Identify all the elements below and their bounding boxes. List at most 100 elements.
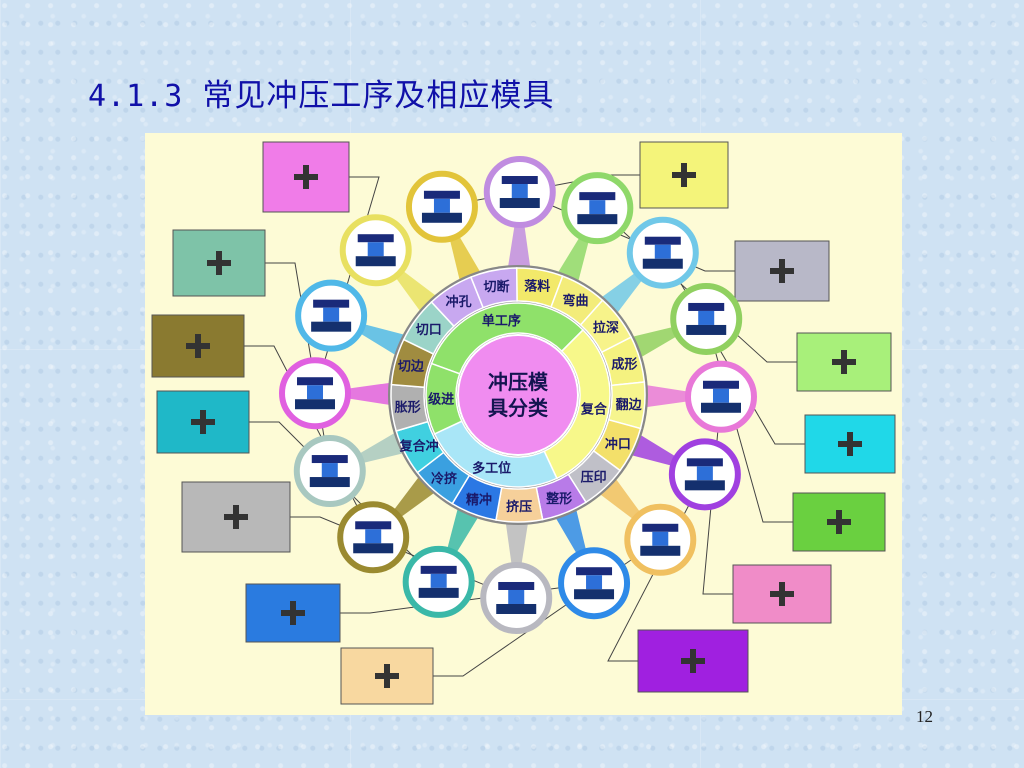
page-number: 12 — [916, 707, 933, 726]
outer-ring-label: 胀形 — [395, 400, 421, 415]
outer-ring-label: 冲口 — [605, 436, 631, 452]
die-lower-icon — [684, 480, 725, 491]
part-box — [181, 481, 291, 553]
part-profile-icon — [681, 163, 687, 187]
title-number: 4.1.3 — [88, 79, 184, 114]
tool-circle — [293, 435, 366, 508]
part-boxes — [151, 141, 896, 705]
part-box — [151, 314, 245, 378]
die-punch-icon — [367, 242, 384, 257]
die-punch-icon — [433, 198, 450, 213]
die-punch-icon — [365, 529, 382, 544]
part-box — [637, 629, 749, 693]
die-punch-icon — [698, 310, 715, 325]
die-lower-icon — [311, 321, 352, 332]
center-text-line-2: 具分类 — [488, 396, 548, 420]
center-text-line-1: 冲压模 — [488, 370, 549, 394]
die-lower-icon — [642, 258, 683, 269]
part-profile-icon — [384, 664, 390, 688]
die-upper-icon — [686, 458, 723, 467]
outer-ring-label: 精冲 — [466, 492, 492, 508]
die-lower-icon — [577, 214, 618, 225]
middle-ring-segment — [430, 302, 585, 375]
part-profile-icon — [836, 510, 842, 534]
middle-ring-segment — [425, 362, 463, 435]
tool-circle — [337, 501, 410, 574]
part-box — [734, 240, 830, 302]
part-profile-icon — [847, 432, 853, 456]
die-upper-icon — [297, 377, 334, 386]
outer-ring-label: 切口 — [416, 323, 442, 338]
part-box — [732, 564, 832, 624]
die-lower-icon — [355, 256, 396, 267]
part-profile-icon — [303, 165, 309, 189]
die-punch-icon — [696, 466, 713, 481]
part-profile-icon — [200, 410, 206, 434]
die-punch-icon — [652, 531, 669, 546]
ray-spoke — [507, 192, 531, 268]
center-hub: 冲压模 具分类 — [457, 334, 579, 456]
part-profile-icon — [233, 505, 239, 529]
part-box — [172, 229, 266, 297]
outer-ring-label: 冷挤 — [431, 471, 458, 487]
part-profile-icon — [195, 334, 201, 358]
die-upper-icon — [355, 521, 392, 530]
middle-ring-label: 级进 — [428, 391, 454, 407]
die-punch-icon — [321, 463, 338, 478]
outer-ring-label: 弯曲 — [562, 293, 588, 309]
part-box — [792, 492, 886, 552]
tool-circles — [279, 156, 757, 634]
part-box — [156, 390, 250, 454]
die-upper-icon — [642, 523, 679, 532]
die-lower-icon — [574, 589, 615, 600]
part-box — [639, 141, 729, 209]
tool-circle — [684, 360, 757, 433]
part-box — [340, 647, 434, 705]
die-punch-icon — [586, 575, 603, 590]
part-profile-icon — [690, 649, 696, 673]
ray-spoke — [505, 522, 529, 598]
die-upper-icon — [702, 380, 739, 389]
outer-ring-label: 复合冲 — [399, 438, 439, 454]
part-profile-icon — [216, 251, 222, 275]
outer-ring-label: 压印 — [581, 470, 607, 485]
center-circle — [457, 334, 579, 456]
tool-circle — [295, 279, 368, 352]
die-upper-icon — [576, 567, 613, 576]
die-lower-icon — [309, 477, 350, 488]
die-lower-icon — [700, 402, 741, 413]
part-box — [262, 141, 350, 213]
middle-ring-label: 单工序 — [482, 313, 521, 329]
tool-circle — [480, 561, 553, 634]
part-profile-icon — [779, 259, 785, 283]
die-lower-icon — [353, 543, 394, 554]
die-upper-icon — [313, 299, 350, 308]
die-upper-icon — [688, 302, 725, 311]
die-upper-icon — [357, 234, 394, 243]
die-upper-icon — [423, 190, 460, 199]
die-upper-icon — [501, 176, 538, 185]
die-lower-icon — [496, 603, 537, 614]
part-profile-icon — [841, 350, 847, 374]
tool-circle — [624, 503, 697, 576]
ray-spoke — [645, 384, 721, 408]
die-punch-icon — [589, 200, 606, 215]
tool-circle — [670, 282, 743, 355]
die-punch-icon — [323, 307, 340, 322]
die-punch-icon — [654, 244, 671, 259]
part-profile-icon — [779, 582, 785, 606]
part-profile-icon — [290, 601, 296, 625]
outer-ring-segment — [469, 267, 518, 309]
die-upper-icon — [498, 581, 535, 590]
die-lower-icon — [295, 399, 336, 410]
tool-circle — [405, 170, 478, 243]
ray-spoke — [315, 382, 391, 406]
die-punch-icon — [307, 385, 324, 400]
middle-ring-label: 复合 — [580, 401, 608, 417]
outer-ring-label: 切边 — [398, 360, 425, 375]
title-text: 常见冲压工序及相应模具 — [202, 78, 555, 114]
tool-circle — [402, 545, 475, 618]
part-box — [245, 583, 341, 643]
tool-circle — [339, 214, 412, 287]
